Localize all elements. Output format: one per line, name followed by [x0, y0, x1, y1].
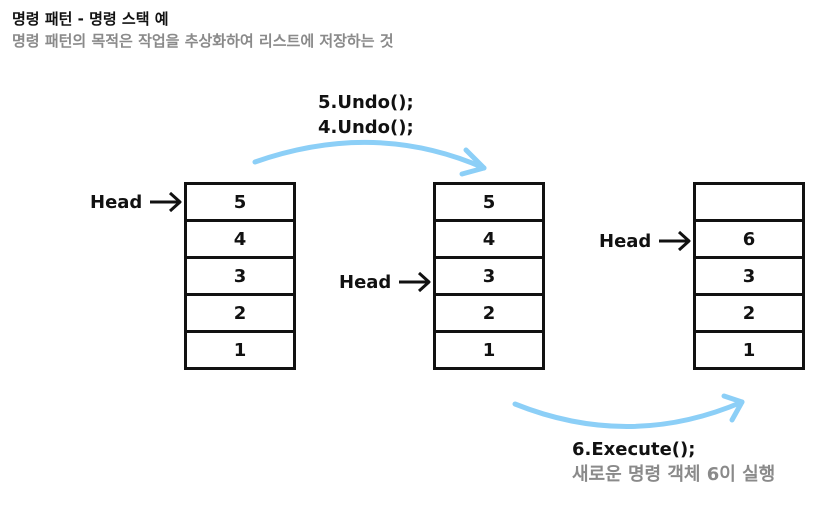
head-pointer-1: Head [90, 190, 184, 214]
stack-cell: 3 [693, 256, 805, 296]
stack-before: 5 4 3 2 1 [184, 182, 296, 370]
execute-arrowhead-icon [721, 393, 745, 423]
stack-cell: 5 [433, 182, 545, 222]
stack-cell: 1 [433, 330, 545, 370]
head-label: Head [599, 230, 652, 252]
stack-cell: 1 [184, 330, 296, 370]
stack-cell: 6 [693, 219, 805, 259]
head-label: Head [339, 271, 392, 293]
undo-label-1: 5.Undo(); [318, 92, 414, 113]
stack-cell: 5 [184, 182, 296, 222]
stack-after-execute: 6 3 2 1 [693, 182, 805, 370]
undo-arrow-icon [252, 139, 487, 171]
execute-label: 6.Execute(); [572, 439, 696, 460]
stack-cell: 1 [693, 330, 805, 370]
arrow-right-icon [659, 230, 691, 252]
arrow-right-icon [150, 191, 182, 213]
stack-cell: 4 [433, 219, 545, 259]
stack-cell [693, 182, 805, 222]
stack-cell: 4 [184, 219, 296, 259]
diagram-title: 명령 패턴 - 명령 스택 예 [12, 10, 169, 28]
stack-after-undo: 5 4 3 2 1 [433, 182, 545, 370]
stack-cell: 3 [184, 256, 296, 296]
head-pointer-2: Head [339, 270, 433, 294]
diagram-subtitle: 명령 패턴의 목적은 작업을 추상화하여 리스트에 저장하는 것 [12, 32, 394, 50]
stack-cell: 2 [693, 293, 805, 333]
head-pointer-3: Head [599, 229, 693, 253]
stack-cell: 2 [433, 293, 545, 333]
undo-arrowhead-icon [459, 147, 487, 177]
execute-description: 새로운 명령 객체 6이 실행 [572, 464, 776, 485]
head-label: Head [90, 191, 143, 213]
stack-cell: 3 [433, 256, 545, 296]
arrow-right-icon [399, 271, 431, 293]
execute-arrow-icon [512, 399, 745, 429]
stack-cell: 2 [184, 293, 296, 333]
undo-label-2: 4.Undo(); [318, 117, 414, 138]
